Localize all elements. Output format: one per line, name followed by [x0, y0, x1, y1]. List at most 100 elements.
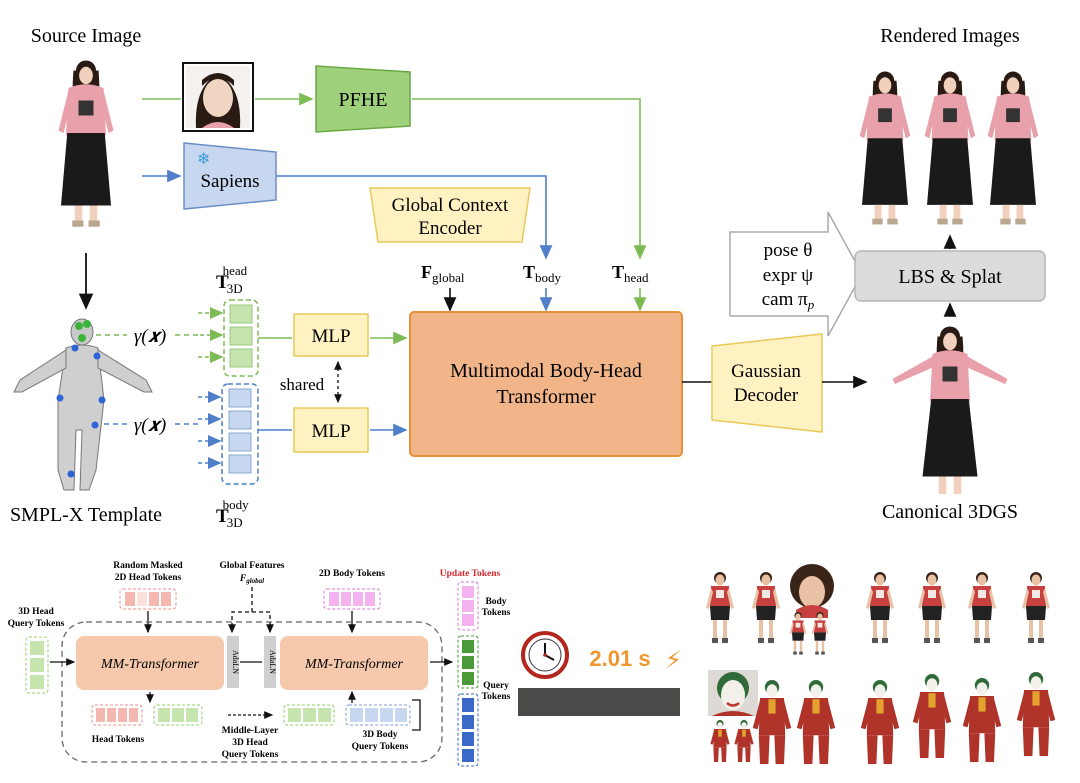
bolt-icon: ⚡ [665, 647, 682, 674]
gaussian-decoder-block: Gaussian Decoder [711, 333, 823, 433]
timer-text: 2.01 s [589, 646, 650, 671]
update-tokens-label: Update Tokens [440, 569, 501, 579]
pfhe-to-thead-line [412, 98, 647, 260]
head-query-3d-line-1: 3D Head [18, 607, 54, 617]
gallery-joker-2 [796, 680, 836, 764]
sapiens-label: Sapiens [200, 171, 259, 192]
gallery-joker-5 [962, 678, 1002, 762]
snowflake-icon: ❄ [197, 151, 210, 168]
adaln-1: AdaLN [227, 636, 240, 688]
canonical-label: Canonical 3DGS [882, 501, 1018, 523]
source-person-image [58, 60, 114, 227]
t-head-label: Thead [612, 262, 649, 285]
gallery-red-5 [968, 572, 996, 643]
mlp-head-label: MLP [311, 326, 350, 347]
body-query-3d-line-2: Query Tokens [352, 742, 409, 752]
sapiens-to-tbody-line [276, 175, 553, 260]
head-tokens-out [91, 704, 143, 726]
t3d-body-label: T3Dbody [216, 497, 249, 530]
t3d-head-label: T3Dhead [216, 263, 248, 296]
pfhe-label: PFHE [339, 89, 388, 111]
clock-icon [521, 631, 569, 679]
f-global-label: Fglobal [421, 262, 465, 285]
gallery-red-4 [918, 572, 946, 643]
gallery-red-2 [752, 572, 780, 643]
pose-line-1: pose θ [764, 240, 813, 261]
pose-line-2: expr ψ [763, 265, 814, 286]
pose-params-arrow: pose θ expr ψ cam πp [729, 211, 863, 337]
gallery-red-1 [706, 572, 734, 643]
head-query-3d-line-2: Query Tokens [8, 619, 65, 629]
rendered-image-3 [987, 71, 1039, 225]
head-tokens-label: Head Tokens [92, 735, 145, 745]
body-query-loop [412, 699, 421, 731]
body-tokens-line-1: Body [485, 597, 506, 607]
gallery-joker-3 [860, 680, 900, 764]
head-token-arrows [198, 307, 224, 363]
gallery-joker-6 [1016, 672, 1056, 756]
sapiens-block: ❄ Sapiens [183, 142, 277, 210]
body-tokens-line-2: Tokens [482, 608, 511, 618]
gallery-joker-4 [912, 674, 952, 758]
rendered-images-title: Rendered Images [880, 25, 1020, 47]
mlp-body-block: MLP [293, 407, 369, 453]
global-context-encoder-block: Global Context Encoder [369, 187, 531, 243]
body-token-stack [221, 383, 259, 485]
gallery-red-face [790, 564, 834, 618]
middle-layer-line-1: Middle-Layer [222, 726, 279, 736]
rendered-image-1 [859, 71, 911, 225]
pose-line-3: cam πp [762, 289, 815, 312]
gallery-red-small-1 [789, 612, 807, 655]
source-image-title: Source Image [31, 25, 142, 47]
adaln-1-label: AdaLN [231, 650, 240, 674]
adaln-2: AdaLN [264, 636, 277, 688]
gallery-red-small-2 [811, 612, 829, 655]
gallery-joker-small-2 [734, 720, 754, 762]
body-query-3d-line-1: 3D Body [362, 730, 397, 740]
middle-head-tokens-out [153, 704, 203, 726]
mm-frame [61, 621, 443, 763]
gamma-body-label: γ(𝒙) [134, 415, 166, 436]
body-query-3d-tokens [345, 704, 411, 726]
middle-layer-line-3: Query Tokens [222, 750, 279, 760]
mm-transformer-1: MM-Transformer [76, 636, 224, 690]
gallery-joker-small-1 [710, 720, 730, 762]
body-token-arrows [198, 391, 222, 469]
middle-layer-line-2: 3D Head [232, 738, 268, 748]
random-masked-line-1: Random Masked [113, 561, 183, 571]
decoder-line-2: Decoder [734, 385, 799, 406]
canonical-3dgs-image [892, 326, 1008, 494]
lbs-label: LBS & Splat [898, 266, 1002, 288]
update-body-tokens [457, 581, 479, 631]
pfhe-block: PFHE [315, 65, 411, 133]
masked-head-tokens [119, 588, 177, 610]
adaln-2-label: AdaLN [268, 650, 277, 674]
t-body-label: Tbody [523, 262, 562, 285]
gce-line-1: Global Context [392, 195, 509, 216]
transformer-line-2: Transformer [496, 386, 596, 408]
face-crop-image [182, 62, 254, 132]
gamma-head-label: γ(𝒙) [134, 326, 166, 347]
rendered-image-2 [924, 71, 976, 225]
body-tokens-2d-label: 2D Body Tokens [319, 569, 385, 579]
smplx-label: SMPL-X Template [10, 504, 162, 526]
random-masked-line-2: 2D Head Tokens [115, 573, 182, 583]
head-query-3d-tokens [25, 636, 49, 694]
multimodal-transformer-block: Multimodal Body-Head Transformer [409, 311, 683, 457]
shared-label: shared [280, 375, 325, 394]
mm-transformer-2: MM-Transformer [280, 636, 428, 690]
mm-transformer-1-label: MM-Transformer [100, 657, 200, 672]
query-tokens-line-1: Query [483, 681, 509, 691]
middle-head-tokens-in [283, 704, 335, 726]
transformer-line-1: Multimodal Body-Head [450, 360, 642, 382]
gallery-red-6 [1022, 572, 1050, 643]
update-query-tokens [457, 693, 479, 767]
query-tokens-line-2: Tokens [482, 692, 511, 702]
gce-line-2: Encoder [418, 218, 482, 239]
gallery-red-3 [866, 572, 894, 643]
decoder-line-1: Gaussian [731, 361, 801, 382]
progress-bar [518, 688, 680, 716]
head-token-stack [223, 299, 259, 377]
global-features-line-1: Global Features [219, 561, 284, 571]
